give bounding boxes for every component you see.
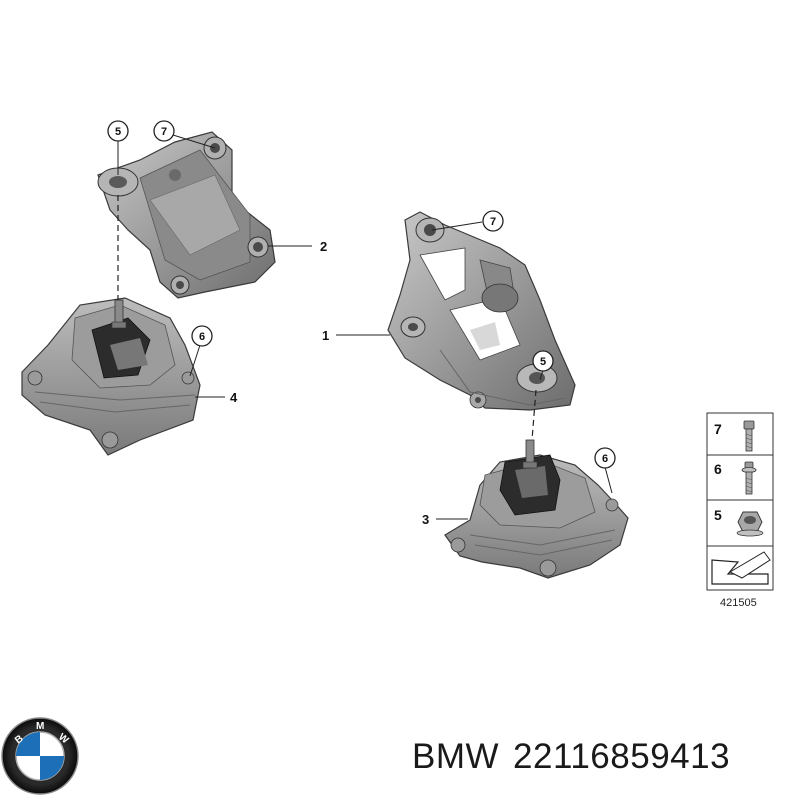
callout-4: 4 (230, 390, 238, 405)
svg-text:7: 7 (714, 421, 722, 437)
callout-5-right: 5 (532, 350, 554, 372)
svg-text:6: 6 (199, 331, 205, 343)
brand-name: BMW (412, 737, 500, 776)
callout-6-right: 6 (594, 447, 616, 469)
callout-7-right: 7 (482, 210, 504, 232)
part-number: 22116859413 (513, 737, 731, 776)
svg-text:6: 6 (714, 461, 722, 477)
bracket-part-1 (387, 211, 576, 411)
svg-text:7: 7 (490, 216, 496, 228)
callout-5-top-left: 5 (107, 120, 129, 142)
callout-7-top-left: 7 (153, 120, 175, 142)
diagram-number: 421505 (720, 597, 757, 609)
leader-lines (117, 134, 613, 520)
callout-6-left: 6 (191, 325, 213, 347)
callout-3: 3 (422, 512, 429, 527)
bmw-logo: B M W (1, 717, 79, 795)
svg-text:M: M (36, 721, 44, 732)
bolt-icon (743, 420, 755, 452)
engine-mount-part-3 (444, 439, 629, 579)
svg-text:6: 6 (602, 453, 608, 465)
hardware-legend: 7 6 5 (706, 412, 774, 591)
legend-row-5: 5 (714, 507, 764, 537)
legend-row-6: 6 (714, 461, 757, 495)
bolt-washer-icon (741, 461, 757, 495)
callout-2: 2 (320, 239, 327, 254)
engine-mount-part-4 (21, 297, 201, 456)
legend-row-7: 7 (714, 420, 755, 452)
part-caption: BMW 22116859413 (412, 737, 744, 777)
alignment-lines (117, 195, 537, 441)
svg-text:5: 5 (714, 507, 722, 523)
hex-nut-icon (736, 511, 764, 537)
bracket-part-2 (97, 131, 276, 299)
svg-text:5: 5 (540, 356, 546, 368)
svg-text:5: 5 (115, 126, 121, 138)
direction-arrow-icon (711, 551, 771, 585)
svg-text:7: 7 (161, 126, 167, 138)
callout-1: 1 (322, 328, 329, 343)
